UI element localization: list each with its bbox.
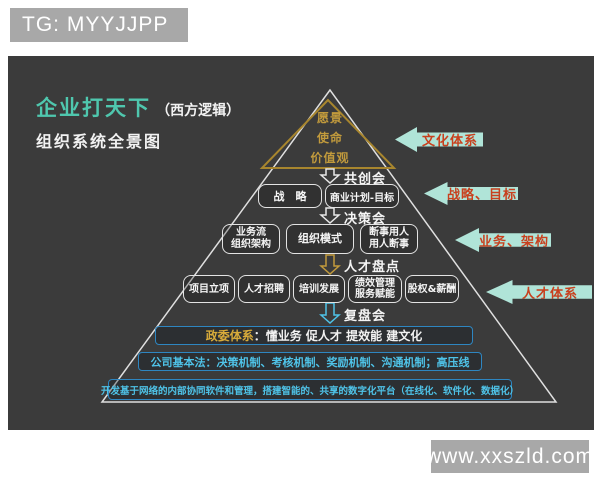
- meeting-label-fupan: 复盘会: [344, 309, 387, 324]
- box-performance-line1: 绩效管理: [355, 278, 395, 289]
- apex-vision: 愿景: [316, 111, 343, 125]
- telegram-watermark-text: TG: MYYJJPP: [22, 13, 169, 36]
- box-equity-compensation: 股权&薪酬: [405, 275, 459, 303]
- down-arrow-cochuang: [319, 168, 341, 185]
- bar1-label: 政委体系: [205, 329, 254, 343]
- box-performance-management: 绩效管理 服务赋能: [348, 275, 402, 303]
- down-arrow-rencai: [319, 254, 341, 276]
- diagram-panel: 企业打天下 （西方逻辑） 组织系统全景图 愿景 使命 价值观 共创会 决策会 人…: [8, 56, 594, 430]
- pyramid-outline: [100, 88, 558, 403]
- side-arrow-strategy-goals: 战略、目标: [424, 182, 518, 205]
- telegram-watermark-badge: TG: MYYJJPP: [10, 8, 188, 42]
- apex-value: 价值观: [310, 151, 350, 165]
- box-training-development: 培训发展: [293, 275, 345, 303]
- box-business-plan: 商业计划-目标: [325, 184, 399, 208]
- website-watermark-text: www.xxszld.com: [425, 444, 595, 468]
- bar-political-commissar-system: 政委体系 ：懂业务 促人才 提效能 建文化: [155, 326, 473, 345]
- box-people-judgement: 断事用人 用人断事: [360, 224, 418, 254]
- meeting-label-juece: 决策会: [344, 212, 387, 227]
- bar-company-basic-law: 公司基本法：决策机制、考核机制、奖励机制、沟通机制；高压线: [138, 352, 482, 371]
- down-arrow-juece: [319, 207, 341, 225]
- side-arrow-talent-label: 人才体系: [521, 286, 578, 302]
- bar1-text: ：懂业务 促人才 提效能 建文化: [253, 329, 423, 343]
- box-performance-line2: 服务赋能: [355, 289, 395, 300]
- box-business-flow-line1: 业务流: [236, 227, 266, 238]
- website-watermark-badge: www.xxszld.com: [426, 440, 593, 473]
- meeting-label-cochuang: 共创会: [344, 172, 387, 187]
- apex-values: 愿景 使命 价值观: [290, 108, 370, 168]
- pyramid-graphics: [100, 88, 558, 403]
- side-arrow-culture-label: 文化体系: [421, 134, 478, 149]
- apex-triangle-outline: [259, 98, 397, 169]
- box-org-model: 组织模式: [286, 224, 354, 254]
- side-arrow-business-label: 业务、架构: [478, 234, 549, 250]
- box-strategy: 战 略: [258, 184, 322, 208]
- down-arrow-fupan: [319, 302, 341, 325]
- box-business-flow: 业务流 组织架构: [222, 224, 280, 254]
- page-subtitle: 组织系统全景图: [36, 132, 163, 151]
- apex-mission: 使命: [316, 131, 343, 145]
- page-title: 企业打天下 （西方逻辑）: [36, 92, 240, 122]
- side-arrow-strategy-label: 战略、目标: [446, 188, 517, 203]
- box-talent-recruiting: 人才招聘: [238, 275, 290, 303]
- box-people-judgement-line2: 用人断事: [369, 239, 409, 250]
- page-title-main: 企业打天下: [36, 96, 151, 120]
- box-project-initiation: 项目立项: [183, 275, 235, 303]
- box-business-flow-line2: 组织架构: [231, 239, 271, 250]
- box-people-judgement-line1: 断事用人: [369, 227, 409, 238]
- meeting-label-rencai: 人才盘点: [344, 260, 401, 275]
- bar-digital-platform: 开发基于网络的内部协同软件和管理，搭建智能的、共享的数字化平台（在线化、软件化、…: [101, 379, 519, 400]
- page-title-paren: （西方逻辑）: [156, 103, 241, 119]
